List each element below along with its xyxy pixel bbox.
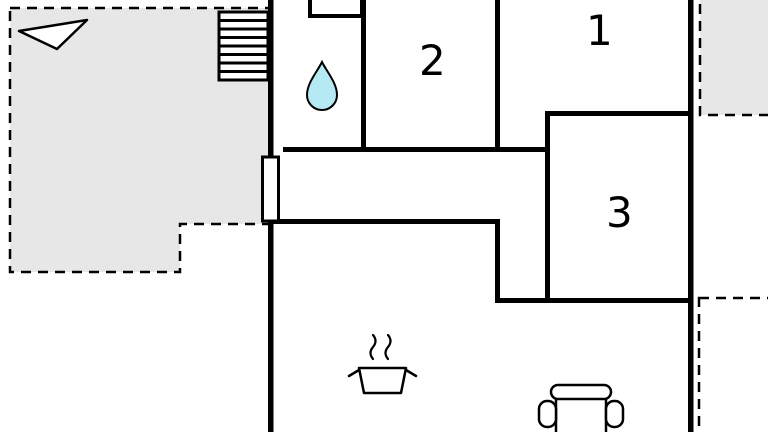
room-label-1: 1	[586, 6, 613, 55]
cutoff-fixture-box	[308, 0, 364, 18]
wall-room1-bottom	[545, 111, 693, 116]
room-label-3: 3	[606, 188, 633, 237]
wall-bathroom-right	[361, 0, 366, 152]
window-marker	[261, 155, 280, 223]
wall-room3-left	[545, 111, 550, 303]
wall-nook-left	[495, 219, 500, 303]
steam-icon	[369, 333, 392, 361]
cooking-pot-icon	[347, 366, 418, 395]
room-label-2: 2	[419, 36, 446, 85]
north-arrow-icon	[17, 18, 89, 51]
water-drop-icon	[305, 59, 339, 111]
wall-room3-bottom	[495, 298, 693, 303]
stairs-icon	[217, 10, 270, 82]
wall-hall-bottom	[268, 219, 500, 224]
wall-room2-right	[495, 0, 500, 152]
armchair-icon	[537, 383, 625, 432]
wall-exterior-right	[688, 0, 694, 432]
dashed-area-top-right	[698, 0, 768, 117]
dashed-area-bottom-right	[697, 296, 768, 432]
wall-hall-top	[283, 147, 550, 152]
